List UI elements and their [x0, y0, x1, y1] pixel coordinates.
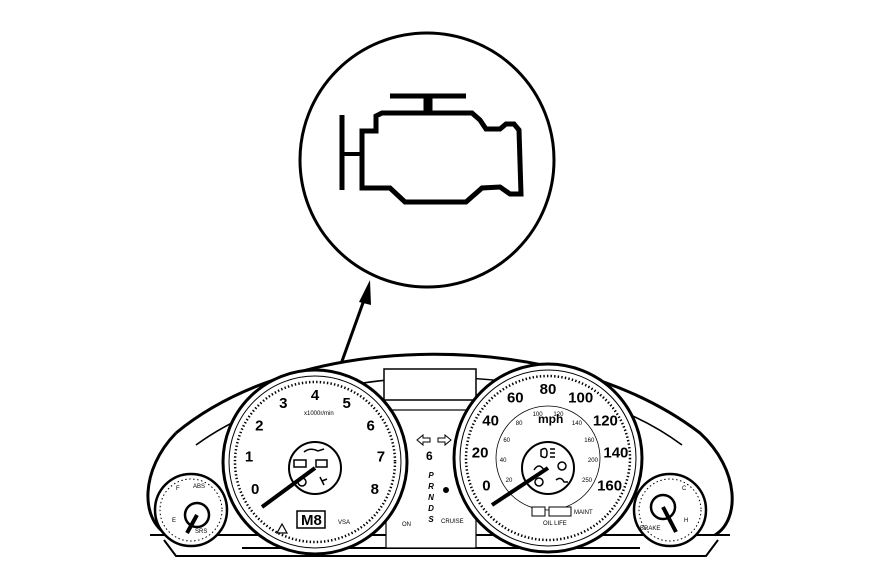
tach-number-4: 4	[311, 387, 320, 404]
tach-number-1: 1	[245, 449, 253, 466]
gear-letter-4: S	[428, 515, 434, 524]
speed-number-2: 40	[482, 412, 499, 429]
oil-life-label: OIL LIFE	[543, 521, 567, 527]
kmh-number-0: 20	[506, 478, 513, 484]
gear-digit: 6	[426, 449, 433, 463]
tachometer: 0 123 4 567 8 x1000r/min M8 VSA	[221, 368, 409, 556]
kmh-number-7: 160	[584, 438, 595, 444]
speed-number-4: 80	[540, 381, 557, 398]
shift-display: M8	[301, 512, 322, 529]
kmh-number-5: 120	[553, 412, 564, 418]
tach-number-6: 6	[367, 417, 375, 434]
battery-icon	[315, 459, 328, 468]
speed-number-1: 20	[472, 445, 489, 462]
kmh-number-6: 140	[572, 421, 583, 427]
gear-letter-3: D	[428, 504, 434, 513]
temp-cold-label: C	[682, 486, 687, 492]
speed-number-6: 120	[593, 412, 618, 429]
fuel-gauge: ABS SRS E F	[153, 472, 229, 548]
tachometer-unit-label: x1000r/min	[304, 411, 334, 417]
gear-letter-1: R	[428, 482, 434, 491]
fuel-full-label: F	[176, 486, 180, 492]
kmh-number-2: 60	[503, 438, 510, 444]
security-icon	[557, 461, 567, 471]
gear-letter-2: N	[428, 493, 434, 502]
cruise-label: CRUISE	[441, 519, 464, 525]
temperature-gauge: BRAKE H C	[632, 472, 708, 548]
gear-letter-0: P	[428, 471, 434, 480]
master-warning-icon	[275, 522, 289, 534]
tach-number-2: 2	[255, 417, 263, 434]
check-engine-mini-icon	[293, 459, 307, 468]
airbag-icon	[319, 476, 328, 486]
brake-indicator-label: BRAKE	[640, 526, 660, 532]
headlight-icon	[540, 447, 555, 459]
srs-indicator-label: SRS	[195, 529, 207, 535]
kmh-number-4: 100	[533, 412, 544, 418]
oil-pressure-icon	[303, 448, 325, 453]
speed-number-5: 100	[568, 389, 593, 406]
cruise-icon	[534, 477, 544, 487]
callout-magnifier	[298, 31, 556, 289]
kmh-number-3: 80	[516, 421, 523, 427]
abs-indicator-label: ABS	[193, 484, 205, 490]
kmh-number-9: 250	[582, 478, 593, 484]
check-engine-icon	[339, 93, 524, 205]
temp-hot-label: H	[684, 518, 688, 524]
speed-number-3: 60	[507, 389, 524, 406]
tach-number-8: 8	[371, 481, 379, 498]
kmh-number-8: 200	[588, 458, 599, 464]
tach-number-5: 5	[343, 395, 351, 412]
tach-number-3: 3	[279, 395, 287, 412]
maint-indicator	[548, 506, 572, 517]
cruise-main-label: ON	[402, 522, 411, 528]
speedometer-unit-label: mph	[538, 412, 563, 426]
tach-number-7: 7	[377, 449, 385, 466]
maint-label: MAINT	[574, 510, 593, 516]
speed-number-7: 140	[603, 445, 628, 462]
tach-number-0: 0	[251, 481, 259, 498]
kmh-number-1: 40	[500, 458, 507, 464]
oil-life-indicator	[531, 506, 546, 517]
vsa-indicator-label: VSA	[338, 520, 350, 526]
fuel-low-label: E	[172, 518, 176, 524]
fog-light-icon	[555, 477, 568, 483]
speed-number-8: 160	[597, 478, 622, 495]
cruise-indicator-dot	[443, 487, 449, 493]
speed-number-0: 0	[482, 478, 490, 495]
